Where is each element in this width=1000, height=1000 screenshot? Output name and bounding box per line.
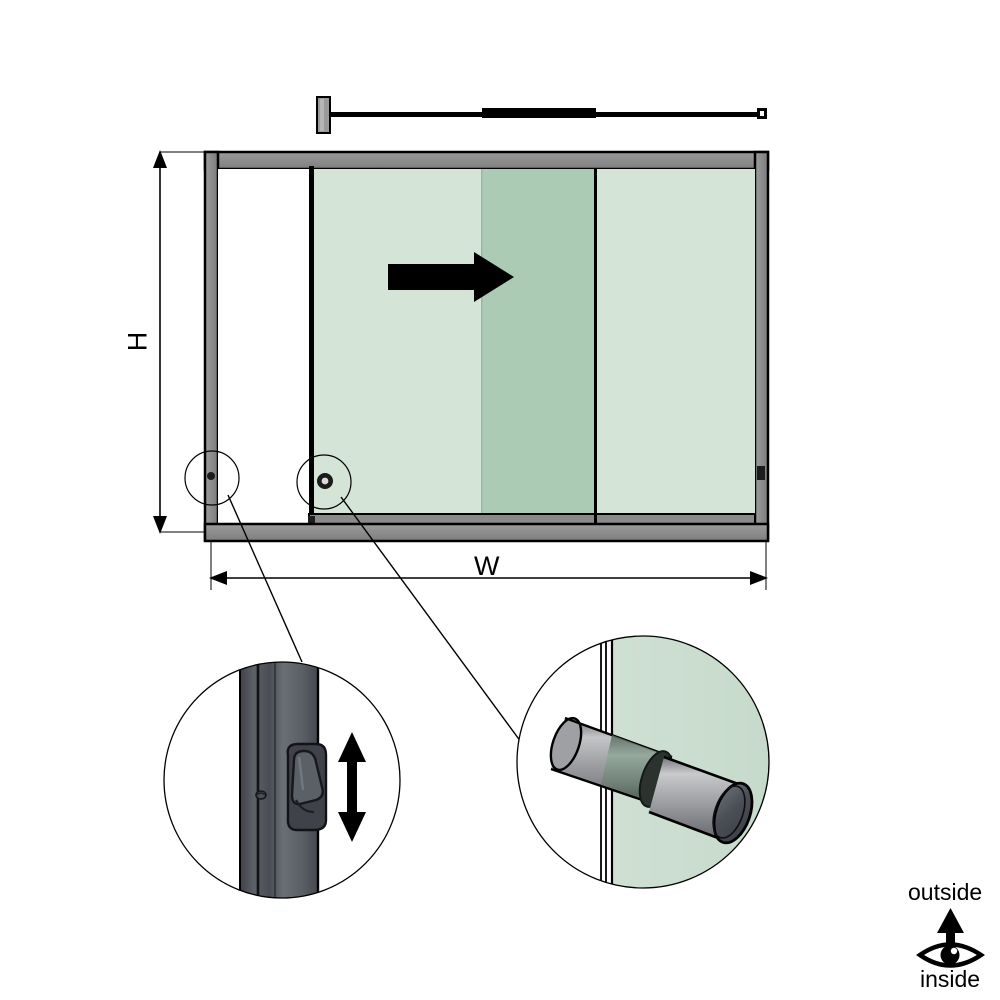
open-bay [218, 169, 312, 524]
dimension-width [209, 541, 768, 590]
track-right-endcap-inner [760, 111, 764, 116]
panel-overlap-edge-line [481, 169, 483, 517]
sill-left-bolt [308, 516, 315, 524]
orientation-legend [916, 908, 986, 968]
detail-post-screw-icon [255, 790, 267, 800]
detail-view-latch [163, 661, 401, 899]
top-track-assembly [316, 96, 767, 134]
slide-direction-arrow-icon [388, 252, 514, 302]
detail-handle-front-cylinder [648, 755, 754, 845]
glass-panel-b [596, 169, 755, 517]
detail-handle-end-cap [712, 781, 754, 845]
detail-right-boundary [516, 635, 770, 889]
legend-eye-icon [916, 942, 986, 968]
dim-w-arrowhead-left [209, 571, 227, 585]
detail-callout-circle-left [184, 450, 240, 506]
height-dimension-label: H [122, 331, 153, 352]
legend-outside-label: outside [908, 879, 983, 905]
latch-up-down-arrow-icon [338, 732, 366, 842]
latch-marker [207, 472, 215, 480]
glass-panel-a [312, 169, 482, 517]
frame-sill-lower-rail [203, 522, 770, 543]
panel-division-line [594, 169, 597, 521]
panel-a-leading-stile [309, 166, 314, 521]
sill-division-line [594, 514, 597, 531]
detail-left-boundary [163, 661, 401, 899]
frame-left-post [203, 150, 220, 542]
door-elevation [203, 150, 770, 543]
detail-callouts [184, 450, 569, 807]
legend-inside-label: inside [920, 966, 981, 992]
track-left-bracket-highlight [320, 99, 324, 131]
dimension-height [153, 150, 206, 534]
detail-callout-circle-right [296, 454, 352, 510]
dim-h-arrowhead-top [153, 150, 167, 168]
glass-panel-overlap [482, 169, 596, 517]
detail-latch-lever-shadow [295, 799, 315, 814]
dim-h-arrowhead-bottom [153, 516, 167, 534]
legend-up-arrow-icon [937, 908, 964, 956]
handle-marker-inner [321, 477, 329, 485]
detail-latch-lever-highlight [297, 756, 305, 791]
detail-handle-end-cap-ring [712, 785, 746, 839]
dim-w-arrowhead-right [750, 571, 768, 585]
width-dimension-label: W [474, 551, 500, 581]
frame-right-post [753, 150, 770, 542]
track-rail-thick-segment [482, 108, 596, 118]
detail-view-handle [516, 635, 770, 889]
frame-head-rail [203, 150, 770, 171]
right-post-roller-mark [757, 466, 765, 480]
